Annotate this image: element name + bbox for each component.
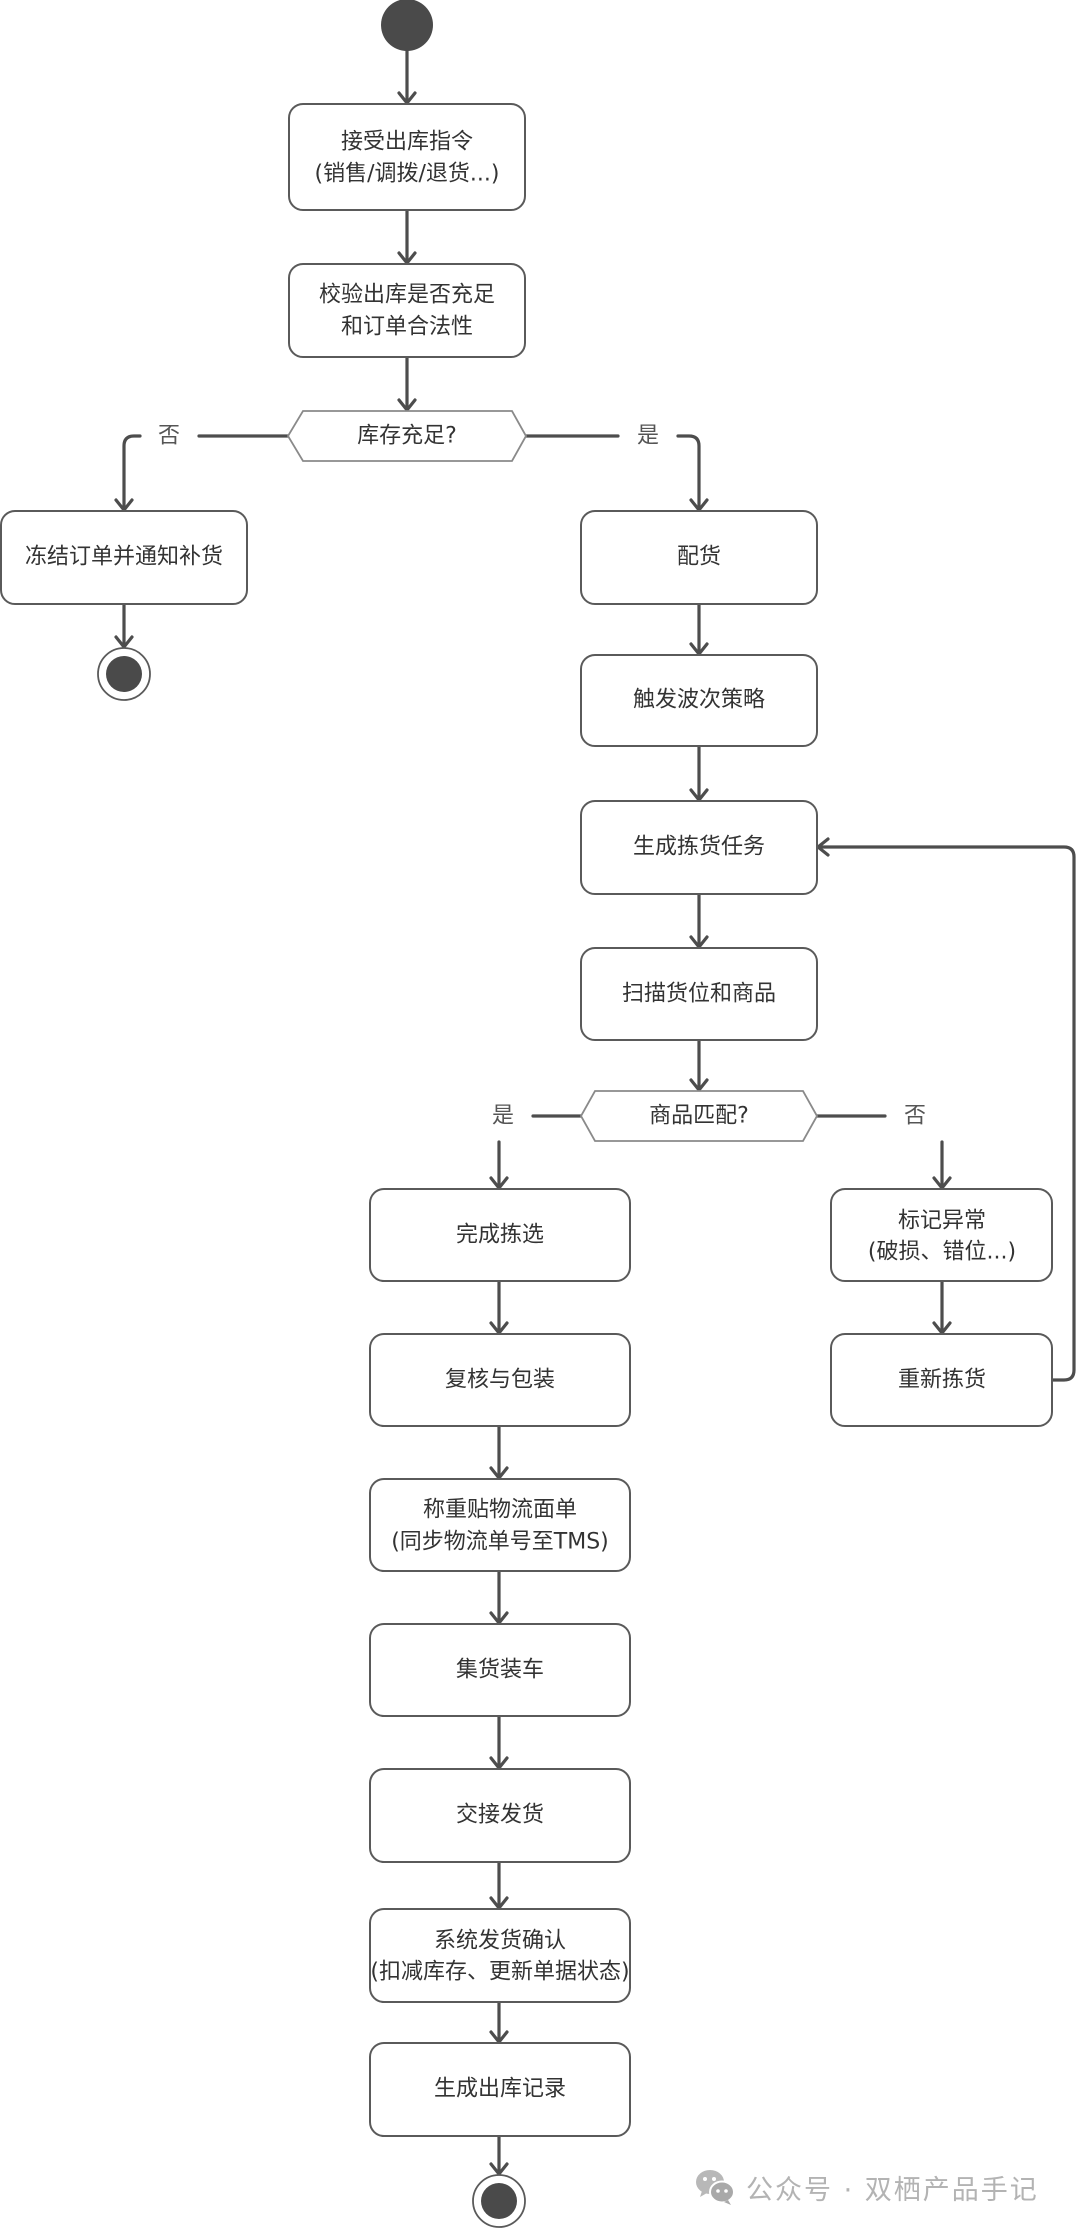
node-label: 扫描货位和商品: [622, 982, 776, 1007]
node-label: 冻结订单并通知补货: [25, 545, 223, 570]
node-label: 校验出库是否充足: [319, 283, 495, 308]
arrowhead: [114, 635, 134, 649]
node-sublabel: (破损、错位...): [868, 1240, 1016, 1265]
node-scan: 扫描货位和商品: [580, 947, 818, 1041]
node-label: 称重贴物流面单: [423, 1498, 577, 1523]
node-handover: 交接发货: [369, 1768, 631, 1863]
node-sublabel: 和订单合法性: [341, 315, 473, 340]
node-generate-record: 生成出库记录: [369, 2042, 631, 2137]
edge-label-stock-yes: 是: [637, 424, 659, 449]
node-label: 完成拣选: [456, 1223, 544, 1248]
edge-label-stock-no: 否: [158, 424, 180, 449]
node-allocate: 配货: [580, 510, 818, 605]
edge-label-match-yes: 是: [492, 1104, 514, 1129]
edges: [114, 49, 1076, 2176]
node-label: 生成拣货任务: [633, 835, 765, 860]
decision-stock-sufficient: 库存充足?: [286, 410, 528, 462]
node-system-confirm: 系统发货确认 (扣减库存、更新单据状态): [369, 1908, 631, 2003]
decision-item-match: 商品匹配?: [579, 1090, 819, 1142]
node-label: 复核与包装: [445, 1368, 555, 1393]
node-complete-pick: 完成拣选: [369, 1188, 631, 1282]
node-repick: 重新拣货: [830, 1333, 1053, 1427]
decision-shape: [286, 410, 528, 462]
node-load: 集货装车: [369, 1623, 631, 1717]
node-generate-pick-task: 生成拣货任务: [580, 800, 818, 895]
node-sublabel: (销售/调拨/退货...): [315, 162, 500, 187]
node-label: 生成出库记录: [434, 2077, 566, 2102]
node-label: 触发波次策略: [633, 688, 765, 713]
node-receive-order: 接受出库指令 (销售/调拨/退货...): [288, 103, 526, 211]
start-node: [381, 0, 433, 51]
node-label: 配货: [677, 545, 721, 570]
node-label: 系统发货确认: [434, 1929, 566, 1954]
end-dot: [106, 656, 142, 692]
edge-label-match-no: 否: [904, 1104, 926, 1129]
watermark: 公众号 · 双栖产品手记: [694, 2166, 1039, 2208]
node-label: 集货装车: [456, 1658, 544, 1683]
node-label: 交接发货: [456, 1803, 544, 1828]
arrowhead: [689, 1078, 709, 1092]
node-validate: 校验出库是否充足 和订单合法性: [288, 263, 526, 358]
wechat-icon: [696, 2170, 735, 2205]
watermark-text: 公众号 · 双栖产品手记: [746, 2174, 1039, 2206]
node-review-pack: 复核与包装: [369, 1333, 631, 1427]
node-wave-strategy: 触发波次策略: [580, 654, 818, 747]
edge-stock-yes-path: [676, 434, 701, 512]
decision-label: 库存充足?: [357, 424, 457, 449]
arrowhead: [397, 398, 417, 412]
node-sublabel: (扣减库存、更新单据状态): [370, 1960, 629, 1985]
node-label: 接受出库指令: [341, 130, 473, 155]
edge-repick-loop-back: [816, 845, 1076, 1382]
end-node-main: [472, 2174, 526, 2228]
end-node-freeze: [97, 647, 151, 701]
node-label: 标记异常: [898, 1209, 986, 1234]
decision-label: 商品匹配?: [649, 1104, 749, 1129]
node-label: 重新拣货: [898, 1368, 986, 1393]
decision-shape: [579, 1090, 819, 1142]
node-weigh-label: 称重贴物流面单 (同步物流单号至TMS): [369, 1478, 631, 1572]
edge-stock-no-path: [122, 434, 142, 512]
node-mark-exception: 标记异常 (破损、错位...): [830, 1188, 1053, 1282]
node-sublabel: (同步物流单号至TMS): [391, 1530, 609, 1555]
arrowhead: [489, 2162, 509, 2176]
end-dot: [481, 2183, 517, 2219]
node-freeze-order: 冻结订单并通知补货: [0, 510, 248, 605]
